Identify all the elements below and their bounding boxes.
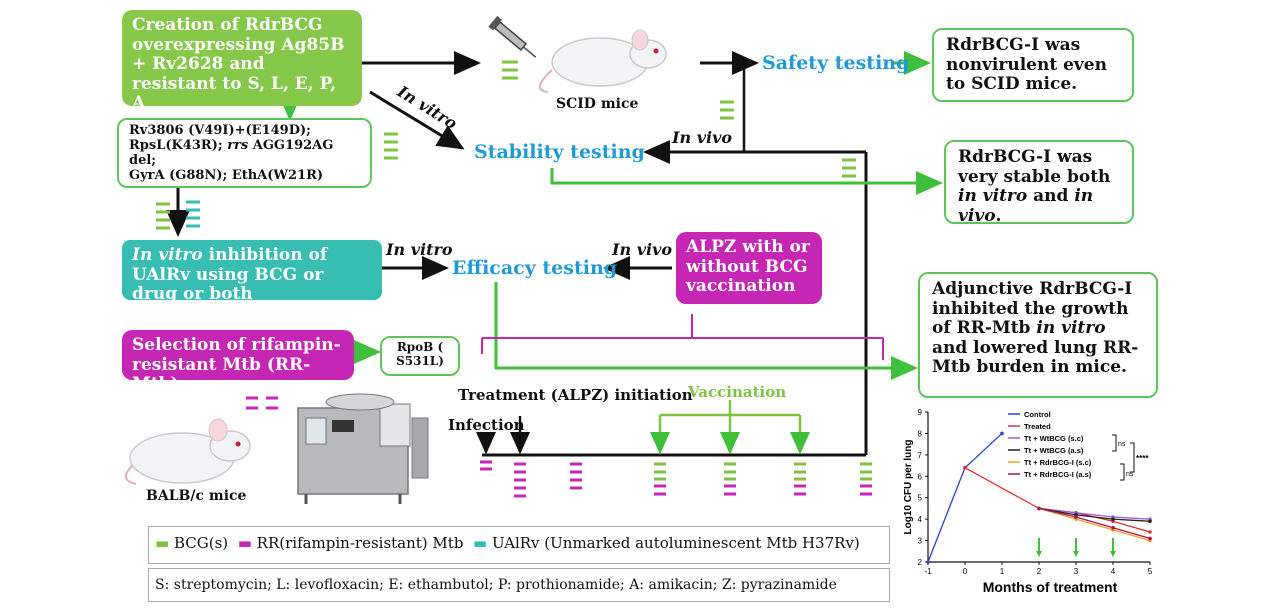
- balb-label: BALB/c mice: [146, 488, 247, 504]
- y-tick-label: 7: [918, 451, 923, 460]
- abbreviations-box: S: streptomycin; L: levofloxacin; E: eth…: [148, 568, 890, 602]
- series-line-3: [1038, 507, 1151, 522]
- annotation: ns: [1126, 471, 1134, 478]
- infection-label: Infection: [448, 416, 525, 434]
- safety-testing-label: Safety testing: [762, 52, 910, 74]
- y-tick-label: 6: [918, 472, 923, 481]
- y-tick-label: 2: [918, 558, 923, 567]
- legend-label: Control: [1024, 410, 1051, 419]
- data-point: [1111, 517, 1115, 521]
- data-point: [1000, 431, 1004, 436]
- dash-green-1: [502, 60, 518, 80]
- mutation-line-1: Rv3806 (V49I)+(E149D);: [129, 123, 311, 138]
- data-point: [1037, 506, 1041, 511]
- x-tick-label: 1: [1000, 567, 1005, 576]
- vaccination-arrowhead: [1036, 551, 1042, 557]
- data-point: [1111, 525, 1115, 530]
- x-axis-label: Months of treatment: [983, 579, 1118, 595]
- x-tick-label: 0: [963, 567, 968, 576]
- in-vitro-label-2: In vitro: [386, 240, 453, 259]
- y-tick-label: 4: [918, 515, 923, 524]
- legend-ualrv: UAlRv (Unmarked autoluminescent Mtb H37R…: [491, 534, 860, 552]
- series-line-4: [1038, 507, 1151, 542]
- series-line-2: [1038, 507, 1151, 520]
- stability-testing-label: Stability testing: [474, 141, 645, 163]
- rpob-box: RpoB ( S531L): [380, 336, 460, 376]
- aerosol-apparatus-icon: [297, 393, 429, 504]
- y-tick-label: 5: [918, 494, 923, 503]
- mutations-box: Rv3806 (V49I)+(E149D); RpsL(K43R); rrs A…: [117, 118, 372, 188]
- data-point: [1148, 519, 1152, 524]
- in-vivo-label-2: In vivo: [612, 240, 673, 259]
- series-line-5: [1038, 507, 1151, 540]
- y-axis-label: Log10 CFU per lung: [903, 440, 914, 535]
- in-vivo-label-1: In vivo: [672, 128, 733, 147]
- stable-result-box: RdrBCG-I was very stable both in vitro a…: [944, 140, 1134, 225]
- y-tick-label: 9: [918, 408, 923, 417]
- bracket: [1130, 442, 1135, 473]
- scid-label: SCID mice: [556, 96, 639, 112]
- legend-label: Tt + RdrBCG-I (s.c): [1024, 458, 1092, 467]
- mutation-line-3: GyrA (G88N); EthA(W21R): [129, 167, 324, 183]
- annotation: ns: [1118, 441, 1126, 448]
- bracket: [1112, 434, 1117, 452]
- legend-box: ▬ BCG(s) ▬ RR(rifampin-resistant) Mtb ▬ …: [148, 526, 890, 564]
- inhibition-box: In vitro inhibition of UAlRv using BCG o…: [122, 240, 382, 304]
- x-tick-label: -1: [924, 567, 932, 576]
- y-tick-label: 3: [918, 537, 923, 546]
- efficacy-testing-label: Efficacy testing: [452, 257, 618, 279]
- data-point: [1148, 536, 1152, 541]
- syringe-icon: [488, 15, 537, 58]
- legend-label: Treated: [1024, 422, 1051, 431]
- adjunct-result-box: Adjunctive RdrBCG-I inhibited the growth…: [918, 272, 1158, 398]
- data-point: [1074, 515, 1078, 519]
- alpz-box: ALPZ with or without BCG vaccination: [676, 232, 822, 304]
- annotation: ****: [1136, 454, 1149, 463]
- x-tick-label: 3: [1074, 567, 1079, 576]
- legend-bcg: BCG(s): [173, 534, 229, 552]
- vaccination-label: Vaccination: [688, 383, 787, 401]
- legend-label: Tt + RdrBCG-I (a.s): [1024, 470, 1092, 479]
- data-point: [963, 465, 967, 470]
- balb-mouse-icon: [125, 418, 251, 485]
- x-tick-label: 2: [1037, 567, 1042, 576]
- series-line-0: [927, 432, 1003, 563]
- legend-rr: RR(rifampin-resistant) Mtb: [256, 534, 464, 552]
- safety-result-box: RdrBCG-I was nonvirulent even to SCID mi…: [932, 28, 1134, 102]
- creation-box: Creation of RdrBCG overexpressing Ag85B …: [122, 10, 362, 113]
- x-tick-label: 4: [1111, 567, 1116, 576]
- scid-mouse-icon: [539, 29, 667, 93]
- vaccination-arrowhead: [1110, 551, 1116, 557]
- mutation-line-2: RpsL(K43R); rrs AGG192AG del;: [129, 137, 334, 168]
- data-point: [926, 560, 930, 564]
- data-point: [1148, 530, 1152, 534]
- treatment-label: Treatment (ALPZ) initiation: [458, 386, 693, 404]
- legend-label: Tt + WtBCG (s.c): [1024, 434, 1084, 443]
- vaccination-arrowhead: [1073, 551, 1079, 557]
- x-tick-label: 5: [1148, 567, 1153, 576]
- selection-box: Selection of rifampin-resistant Mtb (RR-…: [122, 330, 354, 394]
- y-tick-label: 8: [918, 429, 923, 438]
- legend-label: Tt + WtBCG (a.s): [1024, 446, 1084, 455]
- bracket: [1120, 463, 1125, 481]
